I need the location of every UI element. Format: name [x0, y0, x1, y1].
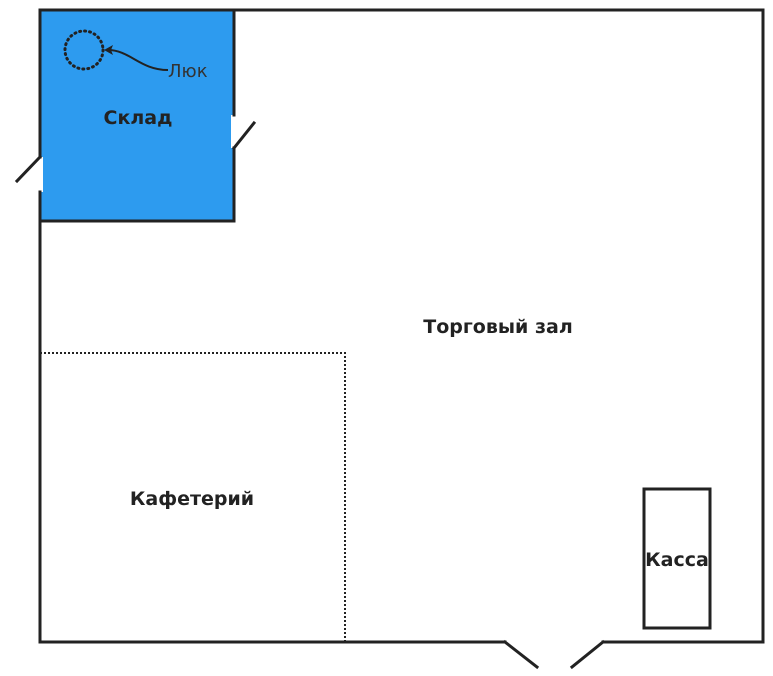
warehouse-door[interactable]: [231, 120, 257, 151]
cashier-desk[interactable]: [642, 487, 712, 630]
side-door[interactable]: [14, 154, 43, 184]
outer-wall-bottom-left: [38, 190, 507, 644]
entrance-door-right[interactable]: [569, 639, 606, 670]
sales-floor-label: Торговый зал: [423, 316, 573, 338]
warehouse-room: [40, 10, 234, 221]
arrow-head-icon: [104, 45, 113, 55]
warehouse-wall-lower: [38, 146, 236, 223]
cashier-label: Касса: [645, 549, 709, 571]
hatch-label: Люк: [168, 61, 208, 82]
left-door-gap: [37, 157, 43, 192]
hatch-arrow: [107, 49, 169, 71]
warehouse-label: Склад: [104, 107, 173, 129]
hatch-icon: [63, 29, 105, 71]
entrance-door-left[interactable]: [502, 639, 540, 670]
cafeteria-label: Кафетерий: [130, 488, 254, 510]
outer-wall-top-right: [38, 8, 765, 644]
warehouse-door-gap: [231, 115, 237, 148]
cafeteria-area: [39, 352, 346, 643]
